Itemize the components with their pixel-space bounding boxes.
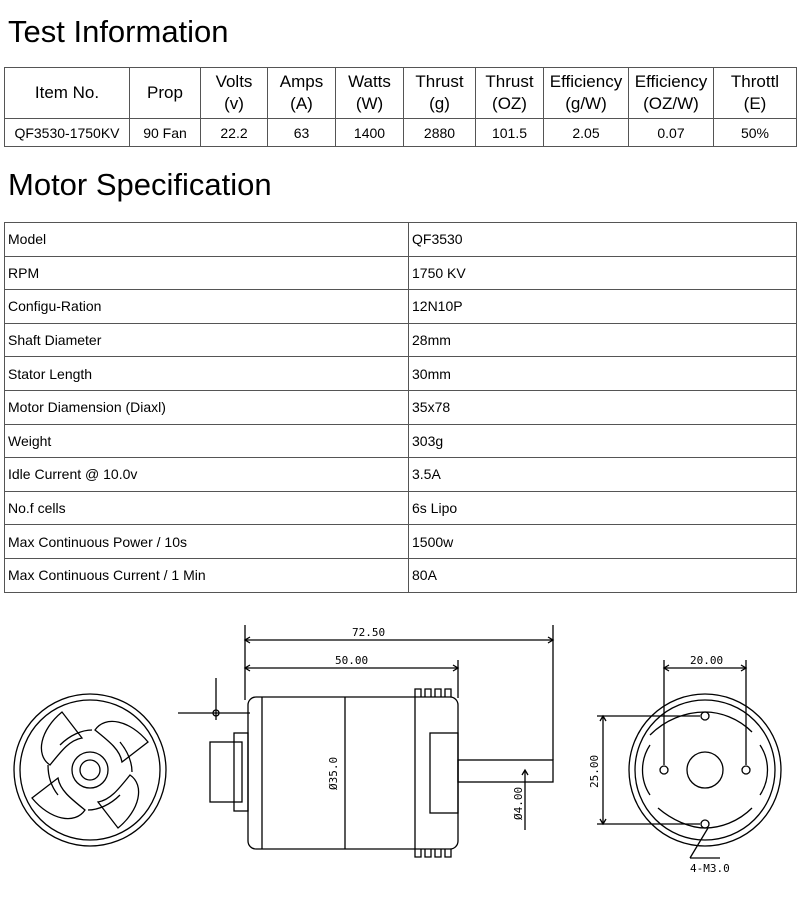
column-header: Efficiency (g/W) [543,67,629,119]
test-info-title: Test Information [8,14,229,49]
column-header: Amps (A) [267,67,336,119]
header-unit: (g) [429,94,450,113]
column-header: Watts (W) [335,67,404,119]
spec-value: 12N10P [408,289,797,324]
dim-hole-spacing-v: 25.00 [588,755,601,788]
table-cell: 22.2 [200,118,268,147]
spec-value: 303g [408,423,797,459]
header-unit: (v) [224,94,244,113]
spec-label: Shaft Diameter [4,322,409,358]
column-header: Item No. [4,67,130,119]
table-cell: 0.07 [628,118,714,147]
header-label: Thrust [485,72,534,91]
spec-value: 35x78 [408,389,797,425]
spec-label: Weight [4,423,409,459]
table-cell: 50% [713,118,797,147]
column-header: Thrust (g) [403,67,476,119]
spec-label: Max Continuous Current / 1 Min [4,557,409,593]
header-label: Volts [215,72,253,91]
spec-value: QF3530 [408,222,797,257]
header-label: Watts [348,72,391,91]
spec-label: Motor Diamension (Diaxl) [4,389,409,425]
column-header: Volts (v) [200,67,268,119]
header-label: Prop [147,83,183,102]
spec-label: Model [4,222,409,257]
header-unit: (E) [743,94,767,113]
dim-overall-length: 72.50 [352,626,385,639]
header-label: Thrust [415,72,464,91]
table-cell: 1400 [335,118,404,147]
column-header: Prop [129,67,201,119]
front-view-drawing [597,660,782,859]
column-header: Thrust (OZ) [475,67,544,119]
dim-mounting-holes: 4-M3.0 [690,862,730,875]
spec-value: 30mm [408,356,797,391]
header-label: Efficiency [634,72,708,91]
spec-label: No.f cells [4,490,409,526]
header-label: Amps [279,72,324,91]
test-info-header-row: Item No. Prop Volts (v) Amps (A) Watts (W) Thrus… [4,67,797,119]
spec-value: 1500w [408,524,797,559]
table-cell: 2880 [403,118,476,147]
test-info-table: Item No. Prop Volts (v) Amps (A) Watts (W) Thrus… [4,67,797,147]
spec-value: 80A [408,557,797,593]
header-unit: (W) [355,94,384,113]
header-unit: (OZ) [492,94,527,113]
motor-drawing: 72.50 50.00 Ø35.0 Ø4.00 20.00 25.00 4-M3… [13,625,782,875]
column-header: Throttl (E) [713,67,797,119]
spec-row: Motor Diamension (Diaxl)35x78 [4,389,797,425]
header-label: Efficiency [549,72,623,91]
dim-shaft-diameter: Ø4.00 [512,787,525,820]
spec-label: Stator Length [4,356,409,391]
header-unit: (g/W) [565,94,607,113]
dim-body-length: 50.00 [335,654,368,667]
motor-spec-title: Motor Specification [8,167,272,202]
rear-view-drawing [13,693,167,847]
dim-hole-spacing-h: 20.00 [690,654,723,667]
table-cell: 101.5 [475,118,544,147]
spec-label: RPM [4,255,409,291]
table-cell: QF3530-1750KV [4,118,130,147]
header-label: Throttl [730,72,780,91]
header-unit: (OZ/W) [643,94,699,113]
spec-label: Configu-Ration [4,289,409,324]
column-header: Efficiency (OZ/W) [628,67,714,119]
spec-value: 1750 KV [408,255,797,291]
header-unit: (A) [290,94,313,113]
table-cell: 90 Fan [129,118,201,147]
side-view-drawing [178,625,555,858]
spec-label: Idle Current @ 10.0v [4,457,409,492]
table-cell: 63 [267,118,336,147]
spec-value: 3.5A [408,457,797,492]
spec-value: 28mm [408,322,797,358]
header-label: Item No. [34,83,100,102]
spec-label: Max Continuous Power / 10s [4,524,409,559]
dim-body-diameter: Ø35.0 [327,757,340,790]
table-cell: 2.05 [543,118,629,147]
spec-value: 6s Lipo [408,490,797,526]
